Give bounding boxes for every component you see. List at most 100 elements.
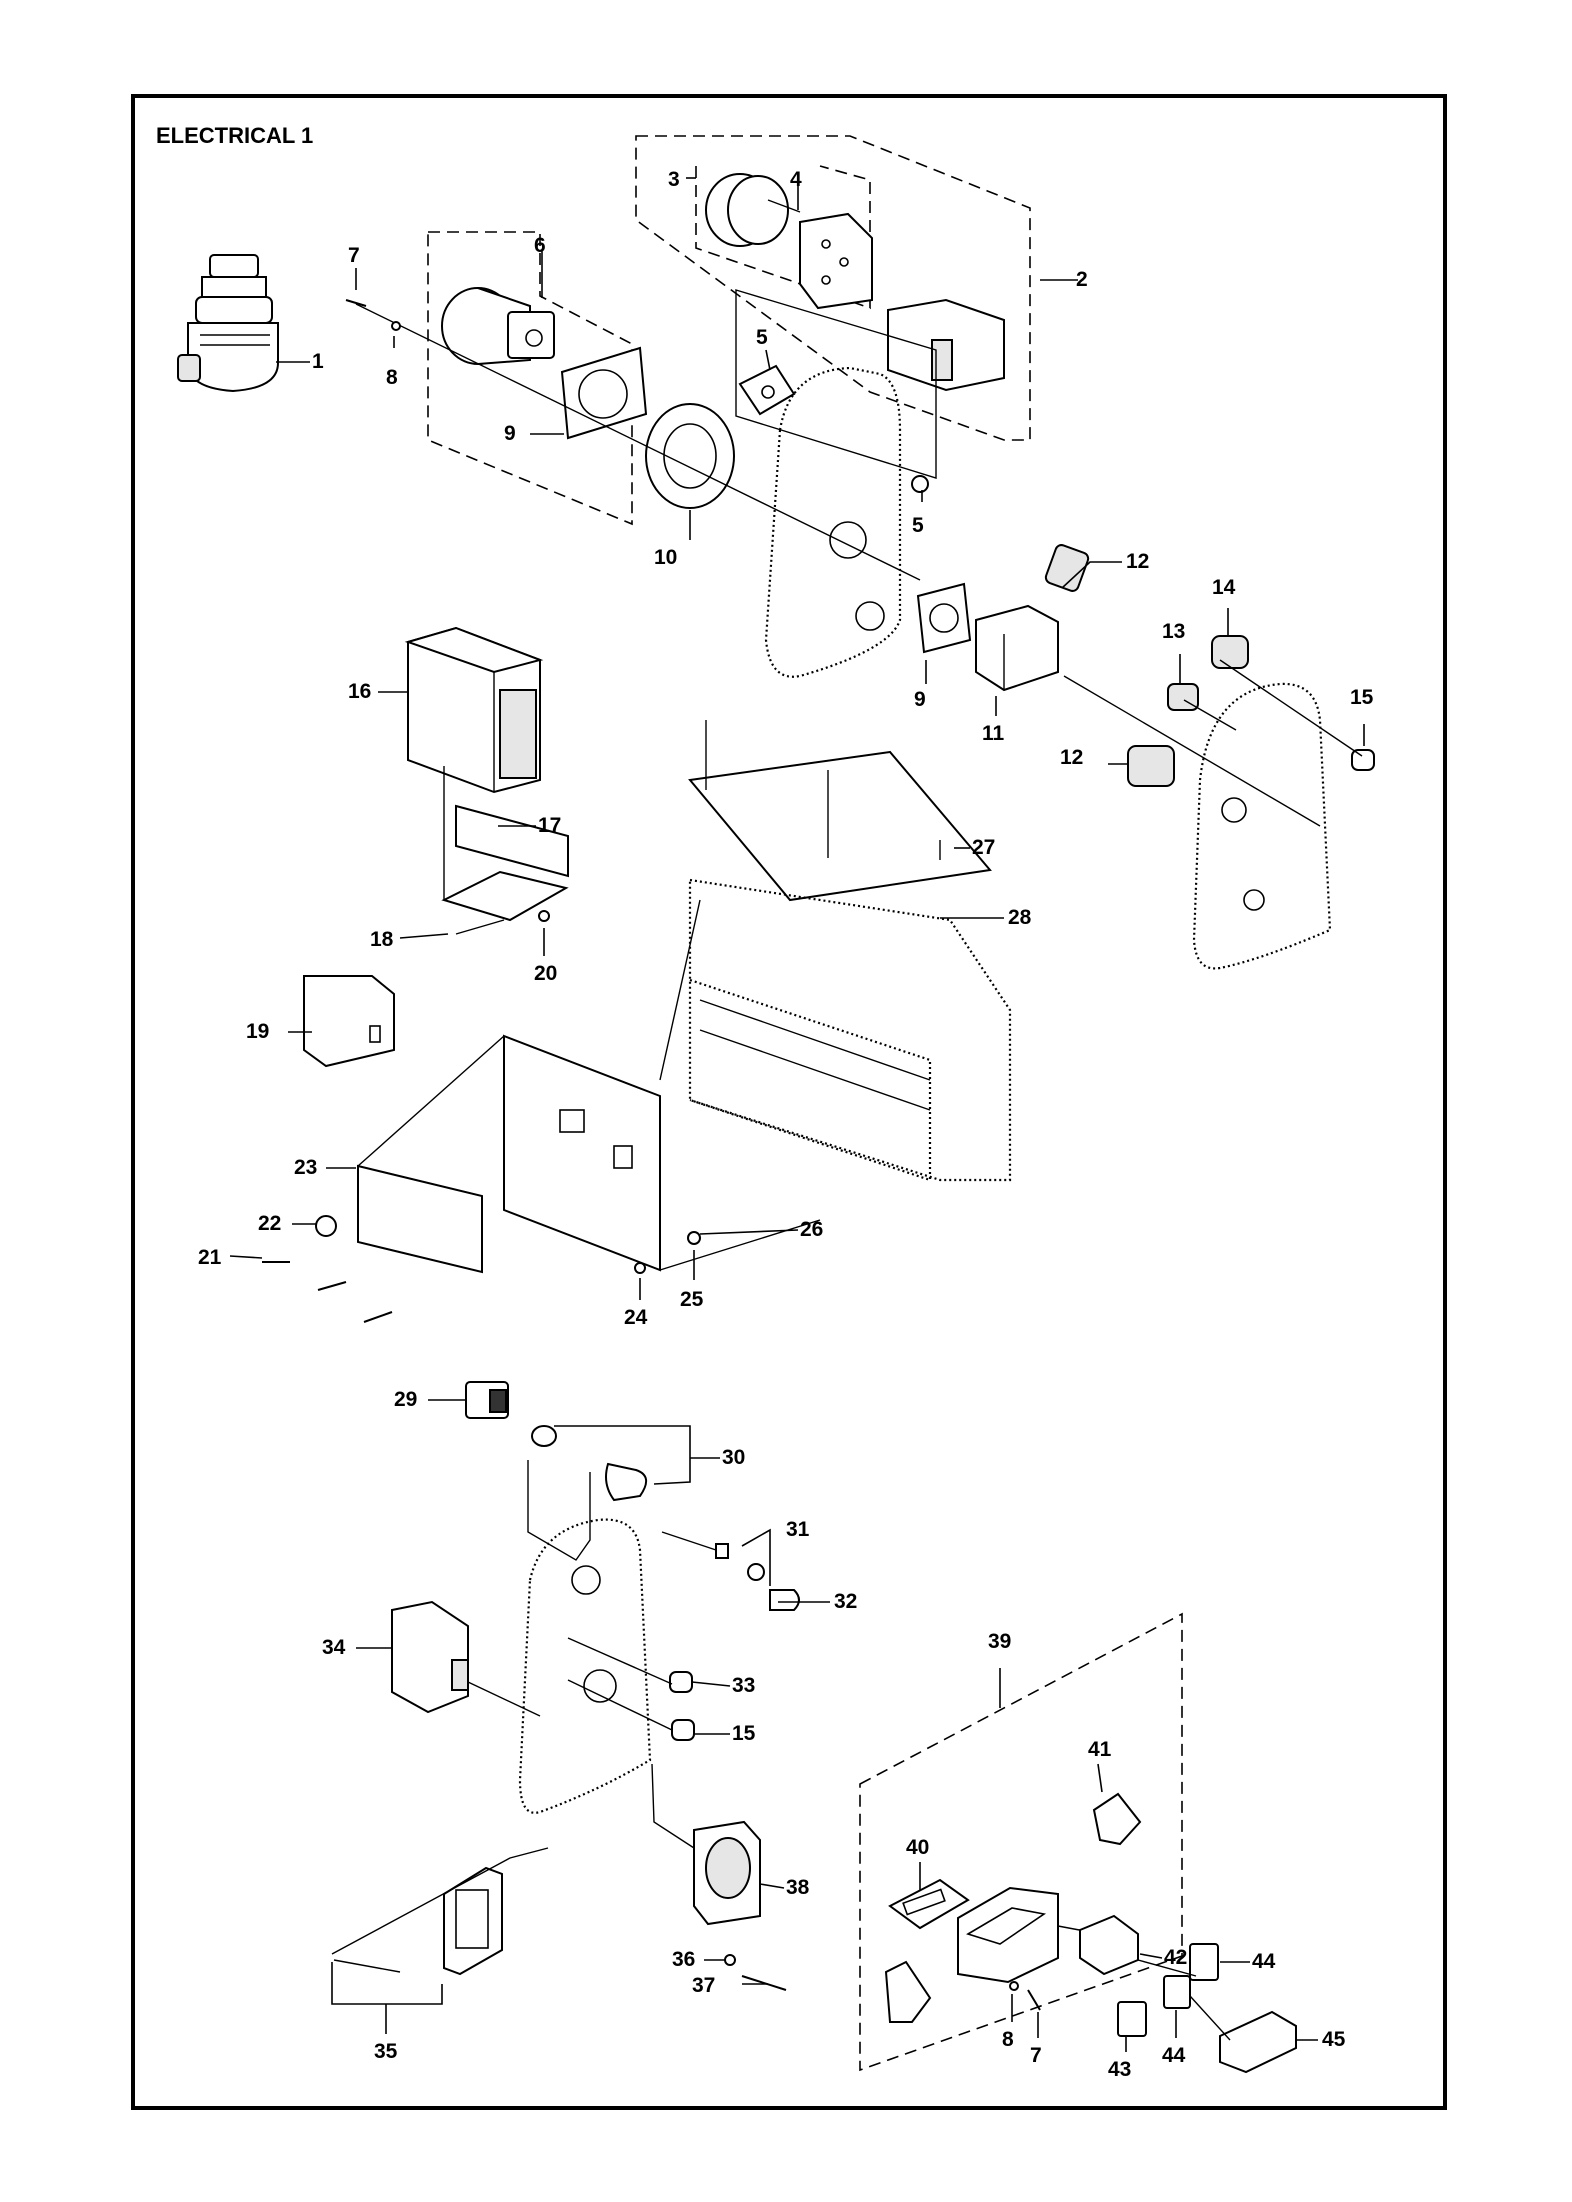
callout-34: 34 <box>322 1636 346 1659</box>
callout-36: 36 <box>672 1948 695 1971</box>
callout-44-lower: 44 <box>1162 2044 1186 2067</box>
leader-lines <box>229 177 1365 2052</box>
callout-33: 33 <box>732 1674 755 1697</box>
part-7-screw <box>345 299 367 307</box>
callout-16: 16 <box>348 680 371 703</box>
callout-3: 3 <box>668 168 680 191</box>
part-14-fitting <box>1211 635 1249 669</box>
group-2-outline <box>635 135 1031 441</box>
callout-20: 20 <box>534 962 557 985</box>
part-18-plate <box>441 870 569 922</box>
part-15b-cap <box>671 1719 695 1741</box>
part-8-washer <box>391 321 401 331</box>
callout-18: 18 <box>370 928 394 951</box>
part-29-switch <box>465 1381 509 1419</box>
callout-24: 24 <box>624 1306 648 1329</box>
axis-line-3 <box>1219 659 1363 757</box>
callout-41: 41 <box>1088 1738 1112 1761</box>
part-16-power-supply <box>404 626 544 794</box>
part-20-screw <box>538 910 550 922</box>
part-35-terminal <box>443 1866 503 1976</box>
callout-14: 14 <box>1212 576 1236 599</box>
heat-sink-assembly <box>688 878 1012 1182</box>
part-6-fan-motor <box>441 287 555 365</box>
part-34-breaker <box>391 1600 469 1714</box>
part-40-gasket <box>888 1878 970 1930</box>
part-12-gland <box>1044 544 1090 592</box>
axis-line-4 <box>1183 699 1237 731</box>
callout-2: 2 <box>1076 268 1088 291</box>
callout-15-bottom: 15 <box>732 1722 756 1745</box>
part-2-terminal <box>887 298 1005 392</box>
callout-40: 40 <box>906 1836 929 1859</box>
axis-line-2 <box>1063 675 1321 827</box>
callout-32: 32 <box>834 1590 857 1613</box>
callout-5-upper: 5 <box>756 326 768 349</box>
part-41-frame <box>1092 1792 1142 1846</box>
callout-numbers: 1 2 3 4 5 5 6 7 8 9 10 9 11 12 13 14 15 … <box>198 168 1374 2081</box>
callout-1: 1 <box>312 350 324 373</box>
callout-9-right: 9 <box>914 688 926 711</box>
group-39-outline <box>859 1612 1183 2072</box>
callout-8-bottom: 8 <box>1002 2028 1014 2051</box>
part-8b-washer <box>1009 1981 1019 1991</box>
callout-43: 43 <box>1108 2058 1131 2081</box>
part-5-washer <box>911 475 929 493</box>
callout-38: 38 <box>786 1876 810 1899</box>
callout-11: 11 <box>982 722 1005 745</box>
part-5-flange <box>738 364 796 416</box>
part-15-cap <box>1351 749 1375 771</box>
callout-28: 28 <box>1008 906 1032 929</box>
callout-42: 42 <box>1164 1946 1187 1969</box>
callout-39: 39 <box>988 1630 1011 1653</box>
part-10-ring <box>645 403 735 509</box>
part-19-relay <box>303 975 395 1068</box>
part-25-standoff <box>687 1231 701 1245</box>
callout-31: 31 <box>786 1518 810 1541</box>
part-43-contact <box>1117 2001 1147 2037</box>
callout-29: 29 <box>394 1388 417 1411</box>
callout-12-lower: 12 <box>1060 746 1083 769</box>
axis-line-5 <box>767 199 801 213</box>
callout-7-bottom: 7 <box>1030 2044 1042 2067</box>
part-31-sensor <box>661 1531 765 1581</box>
callout-12-upper: 12 <box>1126 550 1149 573</box>
callout-7-top: 7 <box>348 244 360 267</box>
part-23-plate <box>357 1164 483 1274</box>
callout-15-top: 15 <box>1350 686 1374 709</box>
part-44-contact-a <box>1189 1943 1219 1981</box>
callout-22: 22 <box>258 1212 281 1235</box>
side-panel-right <box>1192 682 1332 970</box>
callout-8-top: 8 <box>386 366 398 389</box>
housing-panel-top <box>764 366 902 678</box>
callout-25: 25 <box>680 1288 704 1311</box>
part-36-washer <box>724 1954 736 1966</box>
part-4-block <box>799 212 873 310</box>
callout-45: 45 <box>1322 2028 1346 2051</box>
callout-27: 27 <box>972 836 995 859</box>
part-44-contact-b <box>1163 1975 1191 2009</box>
callout-10: 10 <box>654 546 677 569</box>
left-bracket <box>884 1960 932 2023</box>
callout-4: 4 <box>790 168 802 191</box>
cover-plate-outline <box>735 289 937 479</box>
part-22-washer <box>315 1215 337 1237</box>
group-3-outline <box>695 165 871 310</box>
part-11-box <box>975 604 1059 692</box>
axis-line-1 <box>355 303 921 581</box>
hood-housing <box>957 1886 1059 1984</box>
part-26-pcb <box>503 1034 661 1272</box>
part-21-screws <box>262 1261 393 1323</box>
callout-37: 37 <box>692 1974 715 1997</box>
diagram-title: ELECTRICAL 1 <box>156 123 313 148</box>
callout-17: 17 <box>538 814 561 837</box>
part-1-plug <box>177 254 279 393</box>
callout-13: 13 <box>1162 620 1185 643</box>
part-42-insert <box>1079 1914 1139 1976</box>
callout-21: 21 <box>198 1246 222 1269</box>
part-28-plate <box>688 720 992 902</box>
part-33-plug <box>669 1671 693 1693</box>
callout-26: 26 <box>800 1218 823 1241</box>
front-panel <box>518 1518 652 1814</box>
